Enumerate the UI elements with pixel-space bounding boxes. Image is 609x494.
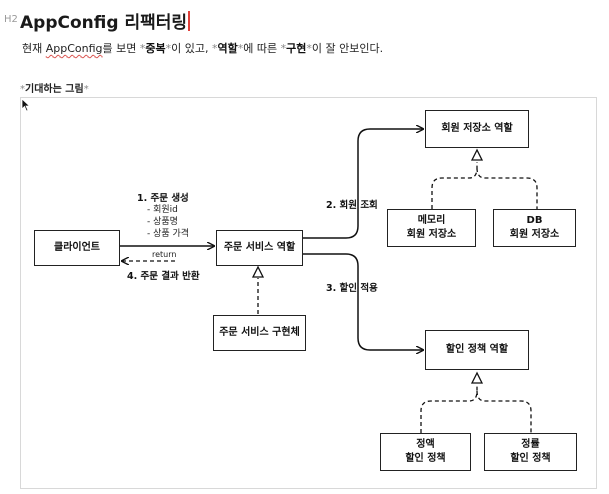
impl-link-member — [431, 162, 538, 209]
intro-implementation-text: 구현 — [286, 42, 307, 55]
mouse-pointer-icon — [21, 98, 31, 112]
step1-label: 1. 주문 생성 — [137, 193, 189, 204]
markdown-star: * — [212, 42, 218, 55]
order-service-impl-node: 주문 서비스 구현체 — [213, 315, 306, 351]
rate-discount-line2: 할인 정책 — [510, 453, 551, 464]
order-service-impl-label: 주문 서비스 구현체 — [219, 327, 300, 338]
markdown-star: * — [280, 42, 287, 55]
arrow-member-lookup — [303, 129, 423, 239]
intro-paragraph[interactable]: 현재 AppConfig를 보면 *중복*이 있고, *역할*에 따른 *구현*… — [22, 40, 383, 56]
order-service-role-label: 주문 서비스 역할 — [223, 242, 296, 253]
step4-label: 4. 주문 결과 반환 — [127, 271, 200, 282]
memory-repo-line2: 회원 저장소 — [406, 229, 457, 240]
step1-item-product-price: - 상품 가격 — [147, 229, 190, 239]
markdown-star: * — [83, 84, 89, 95]
db-repo-line1: DB — [526, 215, 543, 226]
intro-duplicate-text: 중복 — [145, 42, 166, 55]
intro-text-5: 이 잘 안보인다. — [311, 42, 384, 55]
member-repo-role-node: 회원 저장소 역할 — [425, 110, 529, 148]
intro-text-1: 현재 — [22, 42, 46, 55]
rate-discount-line1: 정률 — [521, 439, 540, 450]
return-label: return — [152, 250, 177, 259]
diagram-connectors — [120, 98, 538, 433]
intro-text-2: 를 보면 — [102, 42, 140, 55]
impl-triangle-member — [470, 148, 484, 161]
step2-label: 2. 회원 조회 — [326, 200, 378, 211]
markdown-star: * — [20, 84, 25, 95]
heading-level-marker: H2 — [4, 14, 18, 25]
db-repo-line2: 회원 저장소 — [509, 229, 560, 240]
intro-text-3: 이 있고, — [171, 42, 213, 55]
member-repo-role-label: 회원 저장소 역할 — [441, 123, 513, 134]
discount-role-label: 할인 정책 역할 — [445, 344, 509, 355]
step3-label: 3. 할인 적용 — [326, 283, 378, 294]
text-cursor — [188, 11, 191, 31]
diagram-caption-text: 기대하는 그림 — [25, 84, 84, 95]
impl-link-discount — [420, 385, 532, 433]
memory-repo-line1: 메모리 — [417, 215, 446, 226]
client-node: 클라이언트 — [34, 230, 120, 266]
step1-item-member-id: - 회원id — [147, 205, 178, 215]
db-repo-node: DB 회원 저장소 — [493, 209, 576, 247]
fix-discount-line2: 할인 정책 — [405, 453, 446, 464]
page-title[interactable]: AppConfig 리팩터링 — [20, 8, 191, 33]
markdown-star: * — [237, 42, 244, 55]
intro-appconfig-text: AppConfig — [45, 42, 103, 55]
order-service-role-node: 주문 서비스 역할 — [216, 230, 303, 266]
client-label: 클라이언트 — [54, 242, 100, 253]
impl-triangle-order — [251, 265, 265, 278]
markdown-star: * — [306, 42, 312, 55]
markdown-star: * — [165, 42, 172, 55]
impl-triangle-discount — [470, 371, 484, 384]
arrow-discount-apply — [303, 253, 423, 350]
intro-text-4: 에 따른 — [243, 42, 281, 55]
page-title-text: AppConfig 리팩터링 — [20, 13, 188, 33]
diagram-image[interactable]: 클라이언트 주문 서비스 역할 주문 서비스 구현체 회원 저장소 역할 메모리… — [20, 97, 597, 489]
discount-role-node: 할인 정책 역할 — [425, 330, 529, 370]
intro-role-text: 역할 — [217, 42, 238, 55]
markdown-star: * — [139, 42, 146, 55]
step1-item-product-name: - 상품명 — [147, 217, 178, 227]
diagram-caption[interactable]: *기대하는 그림* — [20, 80, 89, 95]
fix-discount-line1: 정액 — [416, 439, 435, 450]
